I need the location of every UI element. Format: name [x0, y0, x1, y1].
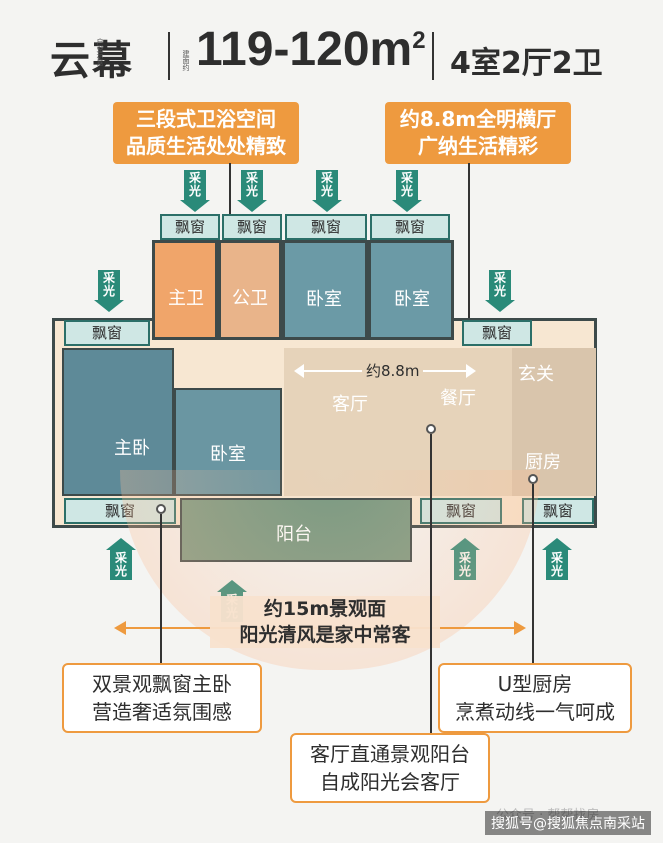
bay-window-8: 飘窗 — [420, 498, 502, 524]
dimension-label: 约8.8m — [362, 360, 424, 381]
view-text: 约15m景观面 阳光清风是家中常客 — [210, 596, 440, 648]
pointer-line-living — [468, 163, 470, 351]
tiny-note-left: 户型示意 — [96, 38, 104, 66]
light-arrow-1: 采光 — [180, 170, 210, 212]
header-divider-2 — [432, 32, 434, 80]
callout-master-line2: 营造奢适氛围感 — [92, 700, 232, 724]
room-bedroom-b — [368, 240, 454, 340]
label-kitchen: 厨房 — [525, 452, 561, 473]
bay-window-4: 飘窗 — [370, 214, 450, 240]
pointer-line-master — [160, 514, 162, 664]
light-arrow-7: 采光 — [106, 538, 136, 580]
label-entrance: 玄关 — [518, 364, 554, 385]
label-public-bath: 公卫 — [232, 288, 268, 309]
callout-living-line1: 约8.8m全明横厅 — [399, 107, 557, 131]
label-bedroom-c: 卧室 — [210, 444, 246, 465]
pointer-line-bathroom — [229, 163, 231, 263]
room-master-bedroom — [62, 348, 174, 496]
view-arrow-right — [514, 621, 526, 635]
light-arrow-6: 采光 — [485, 270, 515, 312]
dimension-arrow-left — [294, 364, 304, 378]
pointer-line-kitchen — [532, 484, 534, 664]
callout-master-line1: 双景观飘窗主卧 — [92, 672, 232, 696]
callout-kitchen-line1: U型厨房 — [497, 672, 573, 696]
area-superscript: 2 — [412, 27, 426, 54]
room-balcony — [180, 498, 412, 562]
bay-window-6: 飘窗 — [462, 320, 532, 346]
watermark: 搜狐号@搜狐焦点南采站 — [485, 811, 651, 835]
light-arrow-4: 采光 — [392, 170, 422, 212]
callout-bathroom: 三段式卫浴空间 品质生活处处精致 — [113, 102, 299, 164]
callout-living-hall: 约8.8m全明横厅 广纳生活精彩 — [385, 102, 571, 164]
tiny-note-right: 建面约 — [182, 50, 190, 71]
bay-window-1: 飘窗 — [160, 214, 220, 240]
layout-type: 4室2厅2卫 — [450, 46, 603, 81]
light-arrow-2: 采光 — [237, 170, 267, 212]
watermark-faint: 公众号 · 帮帮找房 — [496, 808, 600, 823]
header-divider — [168, 32, 170, 80]
light-arrow-5: 采光 — [94, 270, 124, 312]
label-living-room: 客厅 — [332, 394, 368, 415]
pointer-dot-master — [156, 504, 166, 514]
callout-kitchen-line2: 烹煮动线一气呵成 — [455, 700, 615, 724]
callout-kitchen: U型厨房 烹煮动线一气呵成 — [438, 663, 632, 733]
callout-balcony: 客厅直通景观阳台 自成阳光会客厅 — [290, 733, 490, 803]
project-name: 云幕 — [50, 38, 134, 84]
label-dining-room: 餐厅 — [440, 388, 476, 409]
pointer-line-balcony — [430, 434, 432, 736]
label-master-bedroom: 主卧 — [114, 438, 150, 459]
dimension-arrow-right — [466, 364, 476, 378]
room-kitchen-entrance — [512, 348, 596, 496]
callout-balcony-line1: 客厅直通景观阳台 — [310, 742, 470, 766]
label-balcony: 阳台 — [276, 520, 312, 546]
bay-window-3: 飘窗 — [285, 214, 367, 240]
view-text-line2: 阳光清风是家中常客 — [239, 624, 411, 646]
callout-master-bedroom: 双景观飘窗主卧 营造奢适氛围感 — [62, 663, 262, 733]
room-public-bath — [218, 240, 282, 340]
callout-bathroom-line2: 品质生活处处精致 — [126, 134, 286, 158]
bay-window-2: 飘窗 — [222, 214, 282, 240]
bay-window-9: 飘窗 — [522, 498, 594, 524]
room-bedroom-c — [174, 388, 282, 496]
view-text-line1: 约15m景观面 — [263, 598, 387, 620]
light-arrow-9: 采光 — [542, 538, 572, 580]
label-master-bath: 主卫 — [168, 288, 204, 309]
label-bedroom-a: 卧室 — [306, 289, 342, 310]
bay-window-5: 飘窗 — [64, 320, 150, 346]
area-text: 119-120m2 — [196, 23, 426, 76]
view-arrow-left — [114, 621, 126, 635]
room-master-bath — [152, 240, 218, 340]
callout-balcony-line2: 自成阳光会客厅 — [320, 770, 460, 794]
callout-living-line2: 广纳生活精彩 — [418, 134, 538, 158]
light-arrow-8: 采光 — [450, 538, 480, 580]
pointer-dot-balcony — [426, 424, 436, 434]
room-bedroom-a — [282, 240, 368, 340]
label-bedroom-b: 卧室 — [394, 289, 430, 310]
pointer-dot-kitchen — [528, 474, 538, 484]
light-arrow-3: 采光 — [312, 170, 342, 212]
callout-bathroom-line1: 三段式卫浴空间 — [136, 107, 276, 131]
